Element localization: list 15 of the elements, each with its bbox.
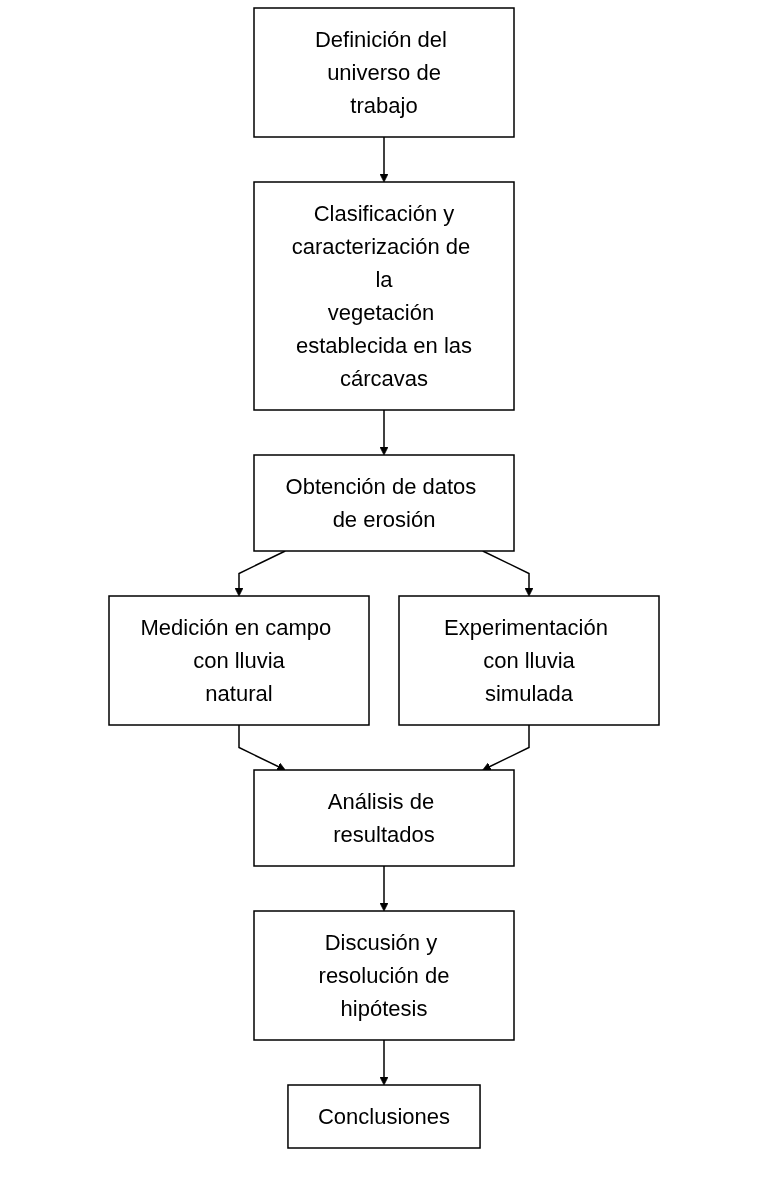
arrow — [379, 409, 388, 456]
node-box: Definición del universo de trabajo — [252, 7, 515, 138]
arrow — [237, 724, 286, 771]
arrow — [379, 865, 388, 912]
arrow — [379, 136, 388, 183]
node-box: Obtención de datos de erosión — [252, 454, 515, 552]
node-box: Medición en campo con lluvia natural — [107, 595, 370, 726]
node-box: Clasificación y caracterización de la vegetación establecida en las cárcavas — [252, 181, 515, 411]
arrow — [234, 550, 286, 597]
arrow — [379, 1039, 388, 1086]
node-box: Conclusiones — [286, 1084, 481, 1149]
node-box: Discusión y resolución de hipótesis — [252, 910, 515, 1041]
node-box: Experimentación con lluvia simulada — [397, 595, 660, 726]
node-box: Análisis de resultados — [252, 769, 515, 867]
arrow — [481, 724, 530, 771]
